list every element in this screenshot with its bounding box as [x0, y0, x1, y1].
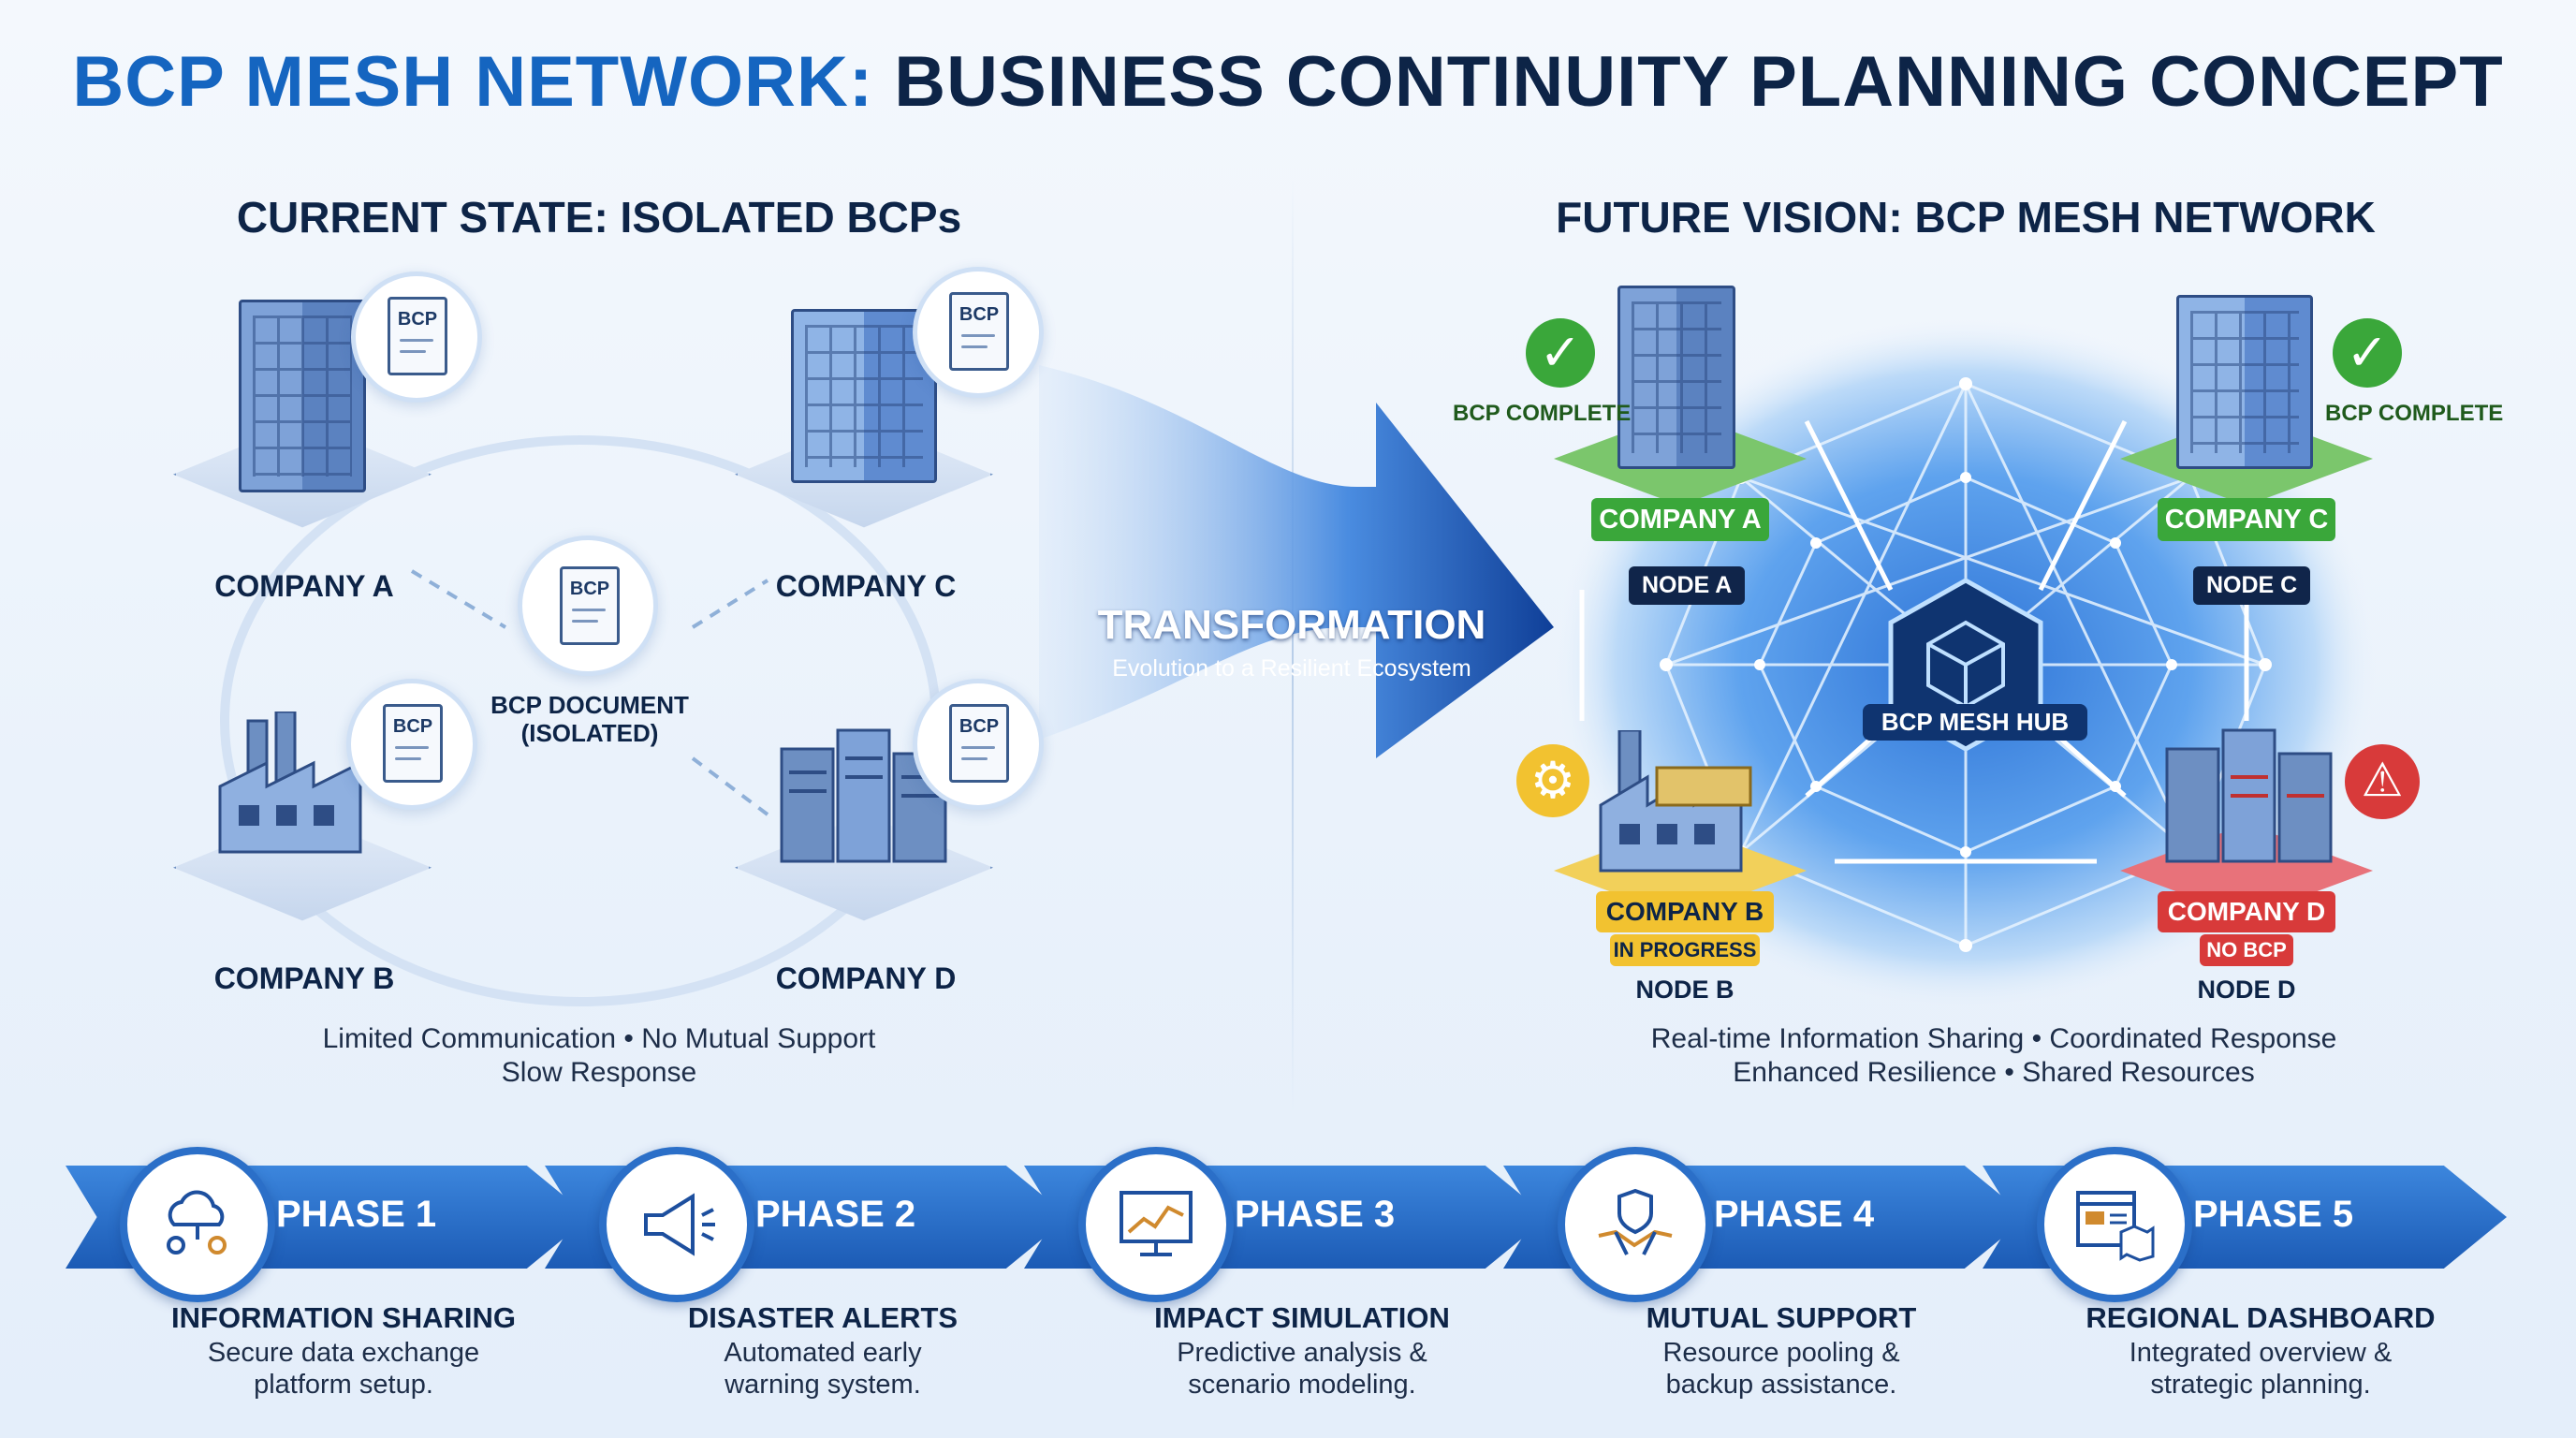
cloud-share-icon — [167, 1190, 227, 1255]
phase-4-desc: Resource pooling &backup assistance. — [1662, 1338, 1900, 1400]
company-a-building-icon — [239, 300, 366, 492]
node-b-factory-icon — [1599, 730, 1752, 873]
node-c-building-icon — [2176, 295, 2313, 469]
phase-2: PHASE 2 — [545, 1147, 1069, 1302]
monitor-chart-icon — [1120, 1191, 1193, 1256]
transformation-arrow — [1039, 365, 1554, 758]
phase-5-title: REGIONAL DASHBOARD — [2086, 1301, 2436, 1334]
phase-5: PHASE 5 — [1983, 1147, 2507, 1302]
phase-1-label: PHASE 1 — [276, 1194, 437, 1235]
mesh-hub-label: BCP MESH HUB — [1863, 704, 2087, 741]
future-vision-caption: Real-time Information Sharing • Coordina… — [1650, 1023, 2337, 1088]
document-icon: BCP — [560, 566, 620, 645]
factory-icon — [218, 712, 362, 854]
phase-1: PHASE 1 — [66, 1147, 590, 1302]
phase-5-label: PHASE 5 — [2193, 1194, 2354, 1235]
dashboard-map-icon — [2076, 1191, 2155, 1262]
title-rest: BUSINESS CONTINUITY PLANNING CONCEPT — [894, 42, 2504, 122]
handshake-shield-icon — [1598, 1188, 1673, 1255]
document-link-icon: BCP — [388, 297, 447, 375]
title-highlight: BCP MESH NETWORK: — [72, 42, 874, 122]
document-link-icon: BCP — [383, 704, 443, 783]
company-c-label: COMPANY C — [775, 569, 957, 603]
company-b-label: COMPANY B — [213, 961, 395, 995]
document-icon: BCP — [949, 704, 1009, 783]
server-rack-icon — [780, 728, 947, 863]
phase-3-label: PHASE 3 — [1235, 1194, 1396, 1235]
center-doc-label: BCP DOCUMENT (ISOLATED) — [490, 691, 689, 747]
node-a-building-icon — [1617, 286, 1735, 469]
company-b-bcp-doc: BCP — [346, 679, 477, 810]
future-vision-heading: FUTURE VISION: BCP MESH NETWORK — [1556, 193, 2376, 242]
company-d-label: COMPANY D — [775, 961, 957, 995]
transformation-label: TRANSFORMATION — [1097, 602, 1486, 648]
phase-4: PHASE 4 — [1503, 1147, 2027, 1302]
phase-3-title: IMPACT SIMULATION — [1154, 1301, 1450, 1334]
node-a-company: COMPANY A — [1591, 498, 1769, 541]
check-icon: ✓ — [1526, 318, 1595, 388]
phase-1-title: INFORMATION SHARING — [171, 1301, 516, 1334]
node-a-status: BCP COMPLETE — [1453, 401, 1632, 426]
node-c-tag: NODE C — [2193, 566, 2311, 605]
node-d-server-icon — [2165, 728, 2333, 863]
node-b-tag: NODE B — [1635, 976, 1734, 1004]
phase-5-desc: Integrated overview &strategic planning. — [2129, 1338, 2393, 1400]
node-d-tag: NODE D — [2197, 976, 2296, 1004]
check-icon: ✓ — [2333, 318, 2402, 388]
section-divider — [1292, 178, 1294, 1114]
phase-2-label: PHASE 2 — [755, 1194, 916, 1235]
node-a-tag: NODE A — [1629, 566, 1746, 605]
phase-4-title: MUTUAL SUPPORT — [1646, 1301, 1917, 1334]
node-d-status: NO BCP — [2200, 934, 2293, 966]
node-b-company: COMPANY B — [1596, 891, 1774, 932]
page-title: BCP MESH NETWORK: BUSINESS CONTINUITY PL… — [0, 41, 2576, 123]
current-state-caption: Limited Communication • No Mutual Suppor… — [322, 1023, 876, 1088]
transformation-sub: Evolution to a Resilient Ecosystem — [1112, 655, 1471, 682]
current-state-heading: CURRENT STATE: ISOLATED BCPs — [236, 193, 962, 242]
phase-4-label: PHASE 4 — [1714, 1194, 1875, 1235]
phase-2-title: DISASTER ALERTS — [687, 1301, 959, 1334]
phase-3-desc: Predictive analysis &scenario modeling. — [1177, 1338, 1427, 1400]
node-c-status: BCP COMPLETE — [2325, 401, 2504, 426]
warning-icon: ⚠ — [2345, 744, 2420, 819]
megaphone-icon — [644, 1193, 715, 1256]
company-c-bcp-doc: BCP — [913, 267, 1044, 398]
document-icon: BCP — [949, 292, 1009, 371]
company-d-bcp-doc: BCP — [913, 679, 1044, 810]
gear-icon: ⚙ — [1516, 744, 1589, 817]
phase-3: PHASE 3 — [1024, 1147, 1548, 1302]
node-b-status: IN PROGRESS — [1610, 934, 1760, 966]
center-bcp-doc: BCP — [518, 536, 658, 676]
node-c-company: COMPANY C — [2158, 498, 2335, 541]
node-d-company: COMPANY D — [2158, 891, 2335, 932]
company-a-bcp-doc: BCP — [351, 271, 482, 403]
company-a-label: COMPANY A — [214, 569, 394, 603]
